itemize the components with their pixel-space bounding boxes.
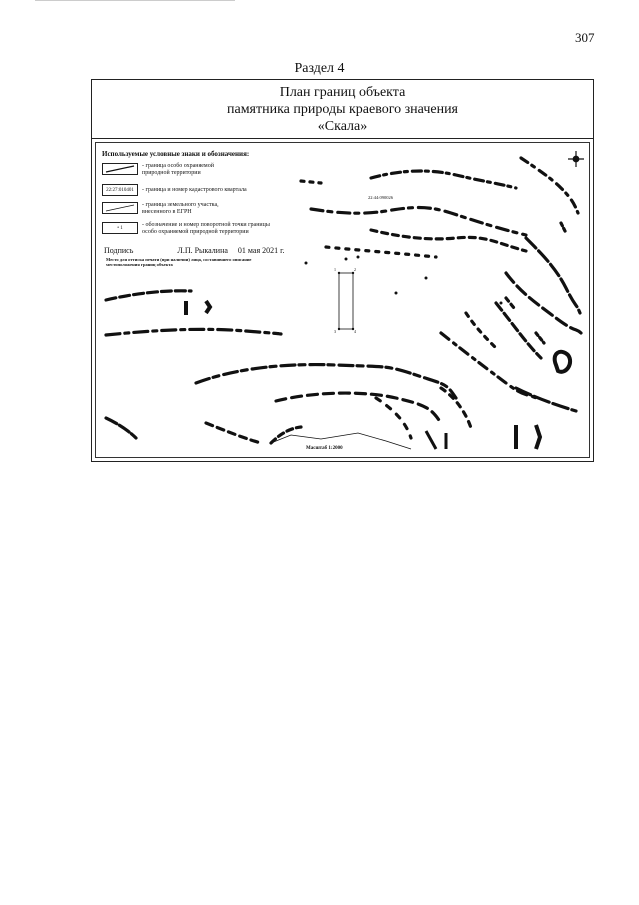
plan-frame: План границ объекта памятника природы кр… xyxy=(91,79,594,462)
contour-line xyxy=(309,205,528,237)
signature-name: Л.П. Рыкалина xyxy=(177,246,228,255)
boundary-map: 1 2 3 4 Используемые условные знаки и об… xyxy=(95,142,590,458)
north-arrow-center xyxy=(572,155,580,163)
contour-line xyxy=(494,301,543,360)
contour-line xyxy=(439,331,538,400)
turning-point xyxy=(337,271,341,275)
contour-line xyxy=(504,271,583,335)
hill-mark xyxy=(552,349,573,374)
rock-mark xyxy=(514,424,543,450)
point-label: 3 xyxy=(334,329,336,334)
signature-line: Подпись Л.П. Рыкалина 01 мая 2021 г. xyxy=(104,246,285,255)
point-label: 1 xyxy=(334,267,336,272)
hill-mark xyxy=(184,299,213,315)
cadastral-label: 22:44:090026 xyxy=(368,195,394,200)
title-box: План границ объекта памятника природы кр… xyxy=(92,80,593,139)
map-dot xyxy=(344,257,348,261)
legend-swatch-code: 22:27:010401 xyxy=(102,184,138,196)
map-drawing: 1 2 3 4 xyxy=(104,151,584,450)
turning-point xyxy=(337,327,341,331)
legend-text: - граница особо охраняемой природной тер… xyxy=(142,163,214,176)
legend-line-icon xyxy=(105,204,135,212)
contour-line xyxy=(269,425,303,445)
contour-line xyxy=(504,296,516,310)
legend-heading: Используемые условные знаки и обозначени… xyxy=(102,150,250,158)
title-line-3: «Скала» xyxy=(317,119,368,134)
page-number: 307 xyxy=(575,30,595,45)
legend-text: - граница земельного участка, внесенного… xyxy=(142,202,219,215)
legend-swatch-line xyxy=(102,163,138,175)
contour-line xyxy=(194,362,458,400)
contour-line xyxy=(519,156,580,215)
rock-mark xyxy=(424,430,448,450)
map-dot xyxy=(499,301,503,305)
map-dot xyxy=(394,291,398,295)
signature-label: Подпись xyxy=(104,246,134,255)
map-scale: Масштаб 1:2000 xyxy=(306,446,343,451)
contour-line xyxy=(104,289,193,302)
legend-text: - граница и номер кадастрового квартала xyxy=(142,187,247,193)
contour-line xyxy=(439,386,473,430)
contour-line xyxy=(204,421,263,445)
contour-line xyxy=(274,391,443,425)
map-dot xyxy=(356,255,360,259)
scan-artifact xyxy=(35,0,235,1)
cadastral-boundary xyxy=(270,432,412,450)
legend-text: - обозначение и номер поворотной точки г… xyxy=(142,222,270,235)
title-line-2: памятника природы краевого значения xyxy=(226,102,458,117)
ooпt-boundary xyxy=(338,272,354,330)
contour-line xyxy=(374,396,413,440)
title-line-1: План границ объекта xyxy=(279,85,406,100)
map-dot xyxy=(304,261,308,265)
turning-point xyxy=(351,271,355,275)
contour-line xyxy=(104,416,138,440)
contour-line xyxy=(534,331,546,345)
contour-line xyxy=(464,311,498,350)
signature-note: Место для оттиска печати (при наличии) л… xyxy=(106,257,252,267)
turning-point xyxy=(351,327,355,331)
contour-line xyxy=(369,169,518,190)
contour-line xyxy=(559,221,568,235)
legend-line-icon xyxy=(105,165,135,173)
map-dot xyxy=(424,276,428,280)
contour-line xyxy=(369,228,528,253)
section-title: Раздел 4 xyxy=(294,61,345,76)
contour-line xyxy=(324,245,438,259)
contour-line xyxy=(299,179,323,185)
contour-line xyxy=(514,386,578,413)
point-label: 4 xyxy=(354,329,356,334)
legend-swatch-line xyxy=(102,202,138,214)
legend-swatch-point: • 1 xyxy=(102,222,138,234)
contour-line xyxy=(104,327,283,337)
contour-line xyxy=(524,236,582,315)
point-label: 2 xyxy=(354,267,356,272)
signature-date: 01 мая 2021 г. xyxy=(237,246,285,255)
